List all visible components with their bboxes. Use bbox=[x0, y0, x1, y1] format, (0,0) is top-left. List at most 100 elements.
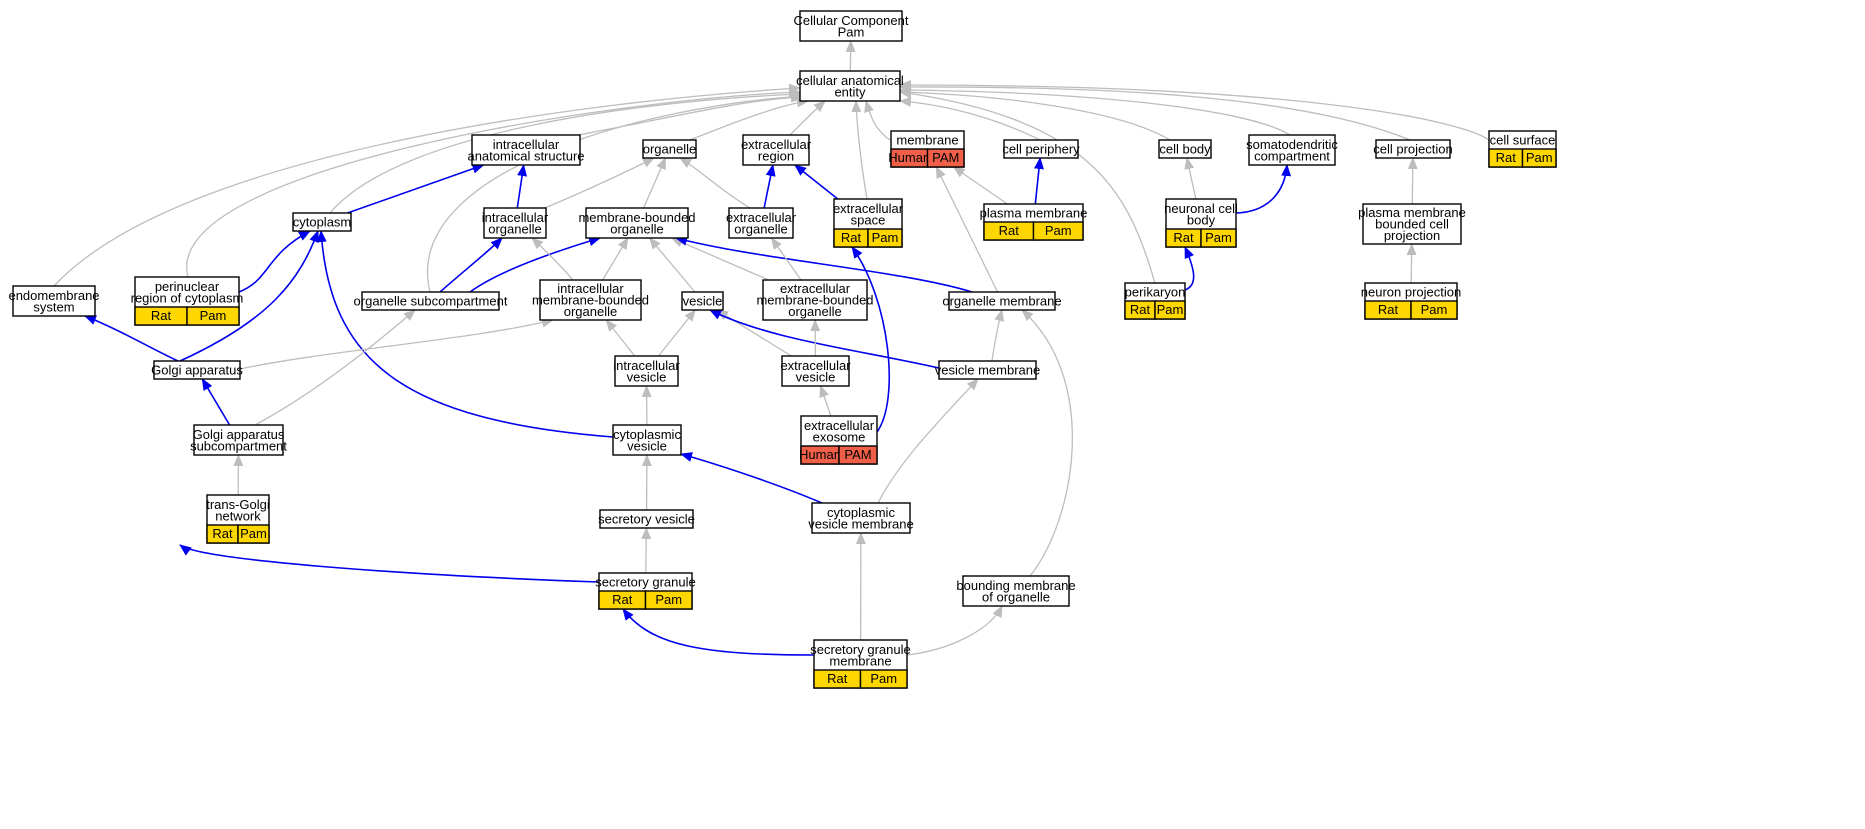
edge-somatodendritic-to-cae bbox=[899, 85, 1291, 136]
node-box bbox=[762, 279, 868, 321]
tag-label-pam: PAM bbox=[932, 150, 959, 165]
edge-golgi-to-intra_mb_organelle bbox=[239, 317, 554, 370]
node-label: somatodendritic bbox=[1246, 137, 1338, 152]
node-organelle_subcomp[interactable]: organelle subcompartment bbox=[354, 291, 508, 311]
tag-cell-pam bbox=[1154, 300, 1186, 320]
node-vesicle[interactable]: vesicle bbox=[681, 291, 724, 311]
node-label: vesicle membrane bbox=[808, 516, 914, 531]
node-label: region bbox=[758, 148, 794, 163]
tag-label-rat: Rat bbox=[151, 308, 172, 323]
node-label: cellular anatomical bbox=[796, 73, 904, 88]
tag-label-rat: Rat bbox=[612, 592, 633, 607]
node-label: extracellular bbox=[741, 137, 812, 152]
edge-perinuclear-to-cytoplasm bbox=[238, 230, 311, 293]
node-box bbox=[1375, 139, 1451, 159]
node-label: trans-Golgi bbox=[206, 497, 270, 512]
node-box bbox=[811, 502, 911, 534]
node-label: of organelle bbox=[982, 589, 1050, 604]
node-cell_periphery[interactable]: cell periphery bbox=[1002, 139, 1080, 159]
node-label: neuron projection bbox=[1361, 285, 1461, 300]
edge-vesicle_membrane-to-vesicle bbox=[709, 309, 940, 369]
node-label: anatomical structure bbox=[467, 148, 584, 163]
edge-golgi-to-cytoplasm bbox=[179, 230, 319, 362]
node-cytoplasm[interactable]: cytoplasm bbox=[292, 212, 352, 232]
node-label: cytoplasmic bbox=[827, 505, 895, 520]
node-label: cell periphery bbox=[1002, 142, 1080, 157]
tag-label-pam: Pam bbox=[1045, 223, 1072, 238]
edge-mb_organelle-to-organelle bbox=[643, 157, 667, 209]
node-label: neuronal cell bbox=[1164, 201, 1238, 216]
edge-vesicle_membrane-to-organelle_membrane bbox=[991, 309, 1004, 362]
tag-cell-pam bbox=[186, 306, 240, 326]
node-box bbox=[948, 291, 1056, 311]
edge-cell_projection-to-cae bbox=[899, 81, 1411, 141]
edge-perikaryon-to-neuronal_cell_body bbox=[1184, 246, 1195, 291]
node-cell_body[interactable]: cell body bbox=[1158, 139, 1212, 159]
node-cell_projection[interactable]: cell projection bbox=[1373, 139, 1453, 159]
node-label: bounding membrane bbox=[956, 578, 1075, 593]
node-box bbox=[742, 134, 810, 166]
node-box bbox=[483, 207, 547, 239]
node-box bbox=[153, 360, 241, 380]
node-label: intracellular bbox=[493, 137, 560, 152]
tag-label-pam: Pam bbox=[1205, 230, 1232, 245]
node-box bbox=[614, 355, 679, 387]
node-label: membrane-bounded bbox=[532, 293, 649, 308]
tag-label-rat: Rat bbox=[1378, 302, 1399, 317]
tag-label-rat: Rat bbox=[212, 526, 233, 541]
node-box bbox=[781, 355, 850, 387]
node-organelle[interactable]: organelle bbox=[642, 139, 697, 159]
node-label: vesicle bbox=[627, 369, 667, 384]
edge-ec_exosome-to-ec_vesicle bbox=[819, 385, 832, 417]
edge-ec_organelle-to-organelle bbox=[679, 157, 751, 209]
node-label: entity bbox=[834, 84, 866, 99]
node-box bbox=[799, 10, 903, 42]
node-label: organelle bbox=[610, 221, 664, 236]
node-label: subcompartment bbox=[190, 438, 287, 453]
node-box bbox=[1158, 139, 1212, 159]
node-label: cell projection bbox=[1373, 142, 1453, 157]
tag-label-rat: Rat bbox=[1130, 302, 1151, 317]
node-label: Golgi apparatus bbox=[193, 427, 285, 442]
node-secretory_vesicle[interactable]: secretory vesicle bbox=[598, 509, 695, 529]
node-golgi[interactable]: Golgi apparatus bbox=[151, 360, 243, 380]
edge-neuron_projection-to-pm_bounded_proj bbox=[1406, 243, 1417, 284]
node-label: cell body bbox=[1159, 142, 1211, 157]
node-organelle_membrane[interactable]: organelle membrane bbox=[942, 291, 1062, 311]
node-vesicle_membrane[interactable]: vesicle membrane bbox=[935, 360, 1041, 380]
tag-cell-pam bbox=[1200, 228, 1237, 248]
node-label: Cellular Component bbox=[794, 13, 909, 28]
node-label: region of cytoplasm bbox=[131, 290, 244, 305]
node-label: secretory granule bbox=[595, 575, 695, 590]
